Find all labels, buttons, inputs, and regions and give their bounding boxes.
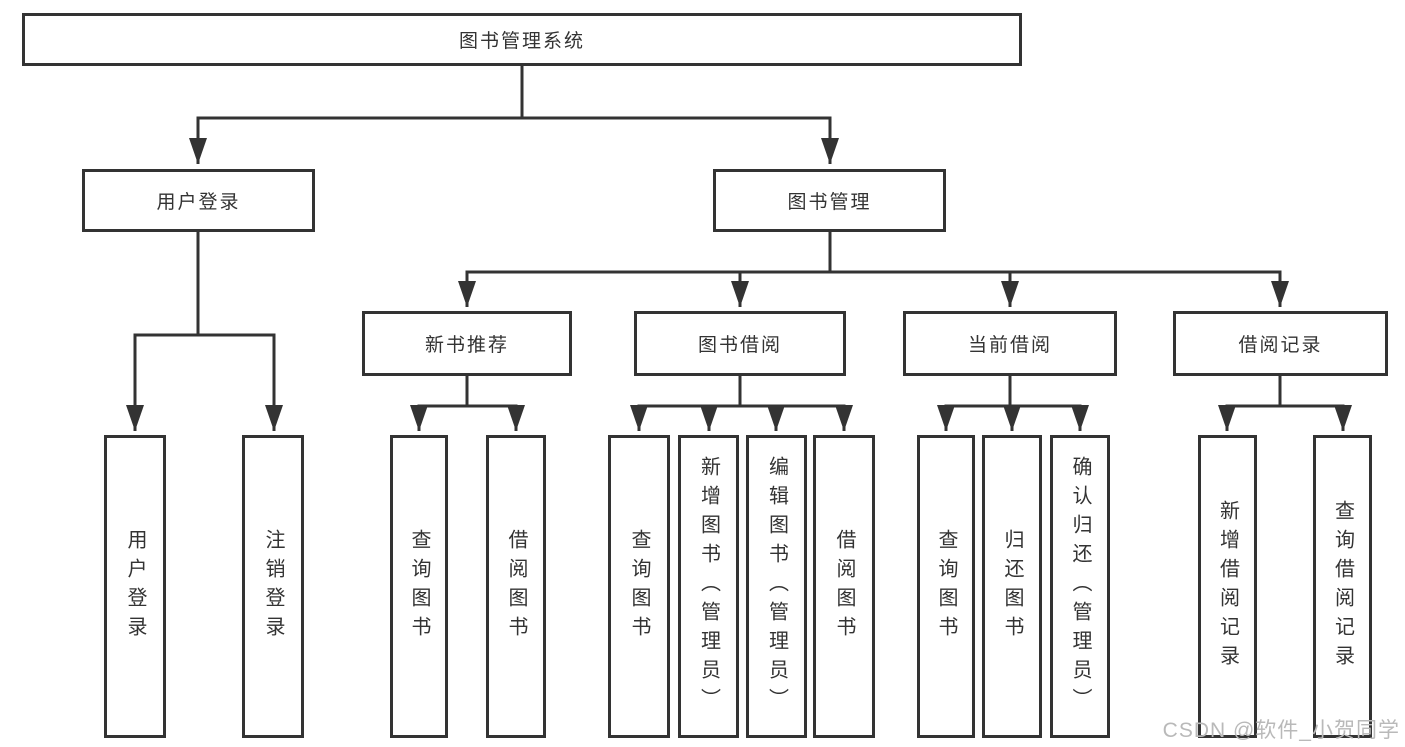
leaf-return-book: 归还图书: [982, 435, 1042, 738]
node-new-book-recommend: 新书推荐: [362, 311, 572, 376]
leaf-query-books-current: 查询图书: [917, 435, 975, 738]
leaf-user-login: 用户登录: [104, 435, 166, 738]
leaf-query-books-recommend: 查询图书: [390, 435, 448, 738]
leaf-confirm-return-admin: 确认归还（管理员）: [1050, 435, 1110, 738]
connector-borrow-records-to-leaves: [1218, 376, 1352, 431]
leaf-add-borrow-record: 新增借阅记录: [1198, 435, 1257, 738]
leaf-query-borrow-record: 查询借阅记录: [1313, 435, 1372, 738]
connector-book-borrow-to-leaves: [630, 376, 853, 431]
watermark: CSDN @软件_小贺同学: [1162, 719, 1400, 742]
connector-user-login-to-leaves: [126, 232, 283, 431]
leaf-logout: 注销登录: [242, 435, 304, 738]
leaf-borrow-books-recommend: 借阅图书: [486, 435, 546, 738]
connector-current-borrow-to-leaves: [937, 376, 1089, 431]
node-user-login: 用户登录: [82, 169, 315, 232]
connector-book-mgmt-to-level3: [458, 232, 1289, 307]
node-current-borrow: 当前借阅: [903, 311, 1117, 376]
connector-new-book-recommend-to-leaves: [410, 376, 525, 431]
node-book-borrow: 图书借阅: [634, 311, 846, 376]
leaf-borrow-book: 借阅图书: [813, 435, 875, 738]
node-borrow-records: 借阅记录: [1173, 311, 1388, 376]
node-root: 图书管理系统: [22, 13, 1022, 66]
leaf-edit-book-admin: 编辑图书（管理员）: [746, 435, 807, 738]
leaf-add-book-admin: 新增图书（管理员）: [678, 435, 739, 738]
node-book-management: 图书管理: [713, 169, 946, 232]
connector-root-to-level2: [189, 66, 839, 164]
leaf-query-books-borrow: 查询图书: [608, 435, 670, 738]
